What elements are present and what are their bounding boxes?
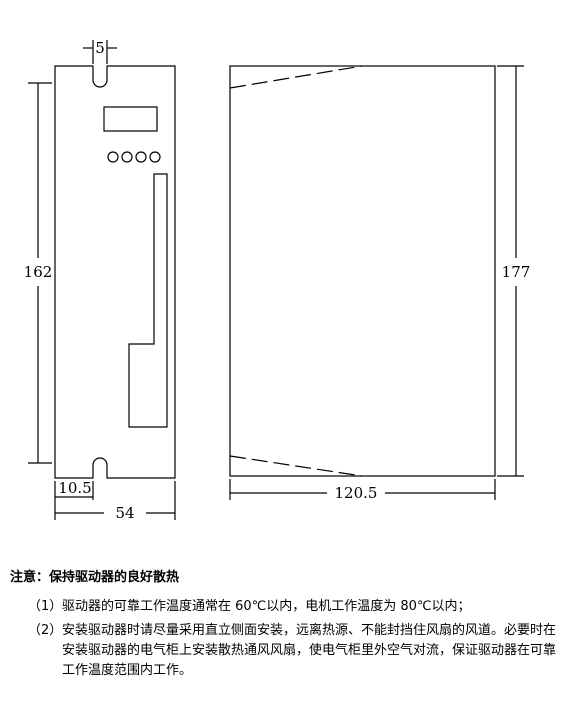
terminal-connector [128,173,168,428]
dim-notch-label: 5 [95,39,105,57]
note-item-number: （1） [28,599,63,614]
led-indicator [121,151,133,163]
note-title: 注意：保持驱动器的良好散热 [10,570,180,585]
dimension-drawing: 5 162 10.5 54 177 120.5 [24,39,531,522]
led-indicator [135,151,147,163]
side-view-taper-bottom [229,455,363,477]
note-item-text: 安装驱动器时请尽量采用直立侧面安装，远离热源、不能封挡住风扇的风道。必要时在安装… [62,623,557,678]
dim-height-side-label: 177 [502,263,531,281]
dim-depth-side-label: 120.5 [335,484,378,502]
led-indicator [149,151,161,163]
dim-notch-offset-label: 10.5 [58,479,91,497]
note-item-text: 驱动器的可靠工作温度通常在 60℃以内，电机工作温度为 80℃以内； [62,599,471,614]
dim-height-front-label: 162 [24,263,53,281]
display-window [103,106,158,132]
note-item-number: （2） [28,623,63,638]
dim-width-front-label: 54 [115,504,134,522]
led-indicator [107,151,119,163]
front-view-outline [54,65,176,479]
side-view-outline [229,65,496,477]
side-view-taper-top [229,65,363,89]
